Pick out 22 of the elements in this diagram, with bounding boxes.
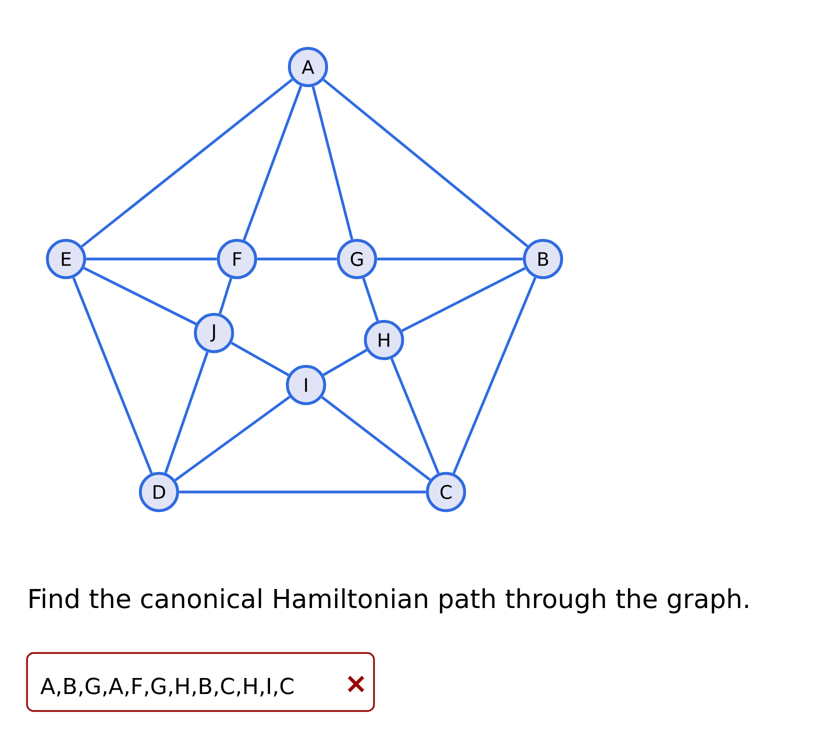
graph-edge [218, 278, 232, 314]
graph-edge [322, 348, 368, 376]
graph-edge [230, 342, 290, 376]
graph-edge [452, 277, 536, 474]
graph-edge [86, 258, 217, 260]
graph-edge [322, 78, 528, 248]
graph-edge [321, 396, 431, 481]
answer-text: A,B,G,A,F,G,H,B,C,H,I,C [40, 678, 294, 697]
graph-edge [377, 258, 523, 260]
graph-edge [242, 85, 302, 241]
graph-edge [72, 277, 153, 474]
graph-edge [362, 278, 379, 322]
graph-edge [390, 358, 440, 474]
graph-edge [83, 266, 197, 326]
question-text: Find the canonical Hamiltonian path through the graph. [30, 588, 748, 614]
graph-edge [80, 78, 294, 248]
graph-edge [401, 266, 526, 332]
graph-edge [179, 490, 426, 494]
graph-edge [257, 258, 337, 260]
graph-edge [174, 396, 291, 482]
graph-edge [164, 352, 209, 474]
graph-edge [312, 86, 354, 240]
